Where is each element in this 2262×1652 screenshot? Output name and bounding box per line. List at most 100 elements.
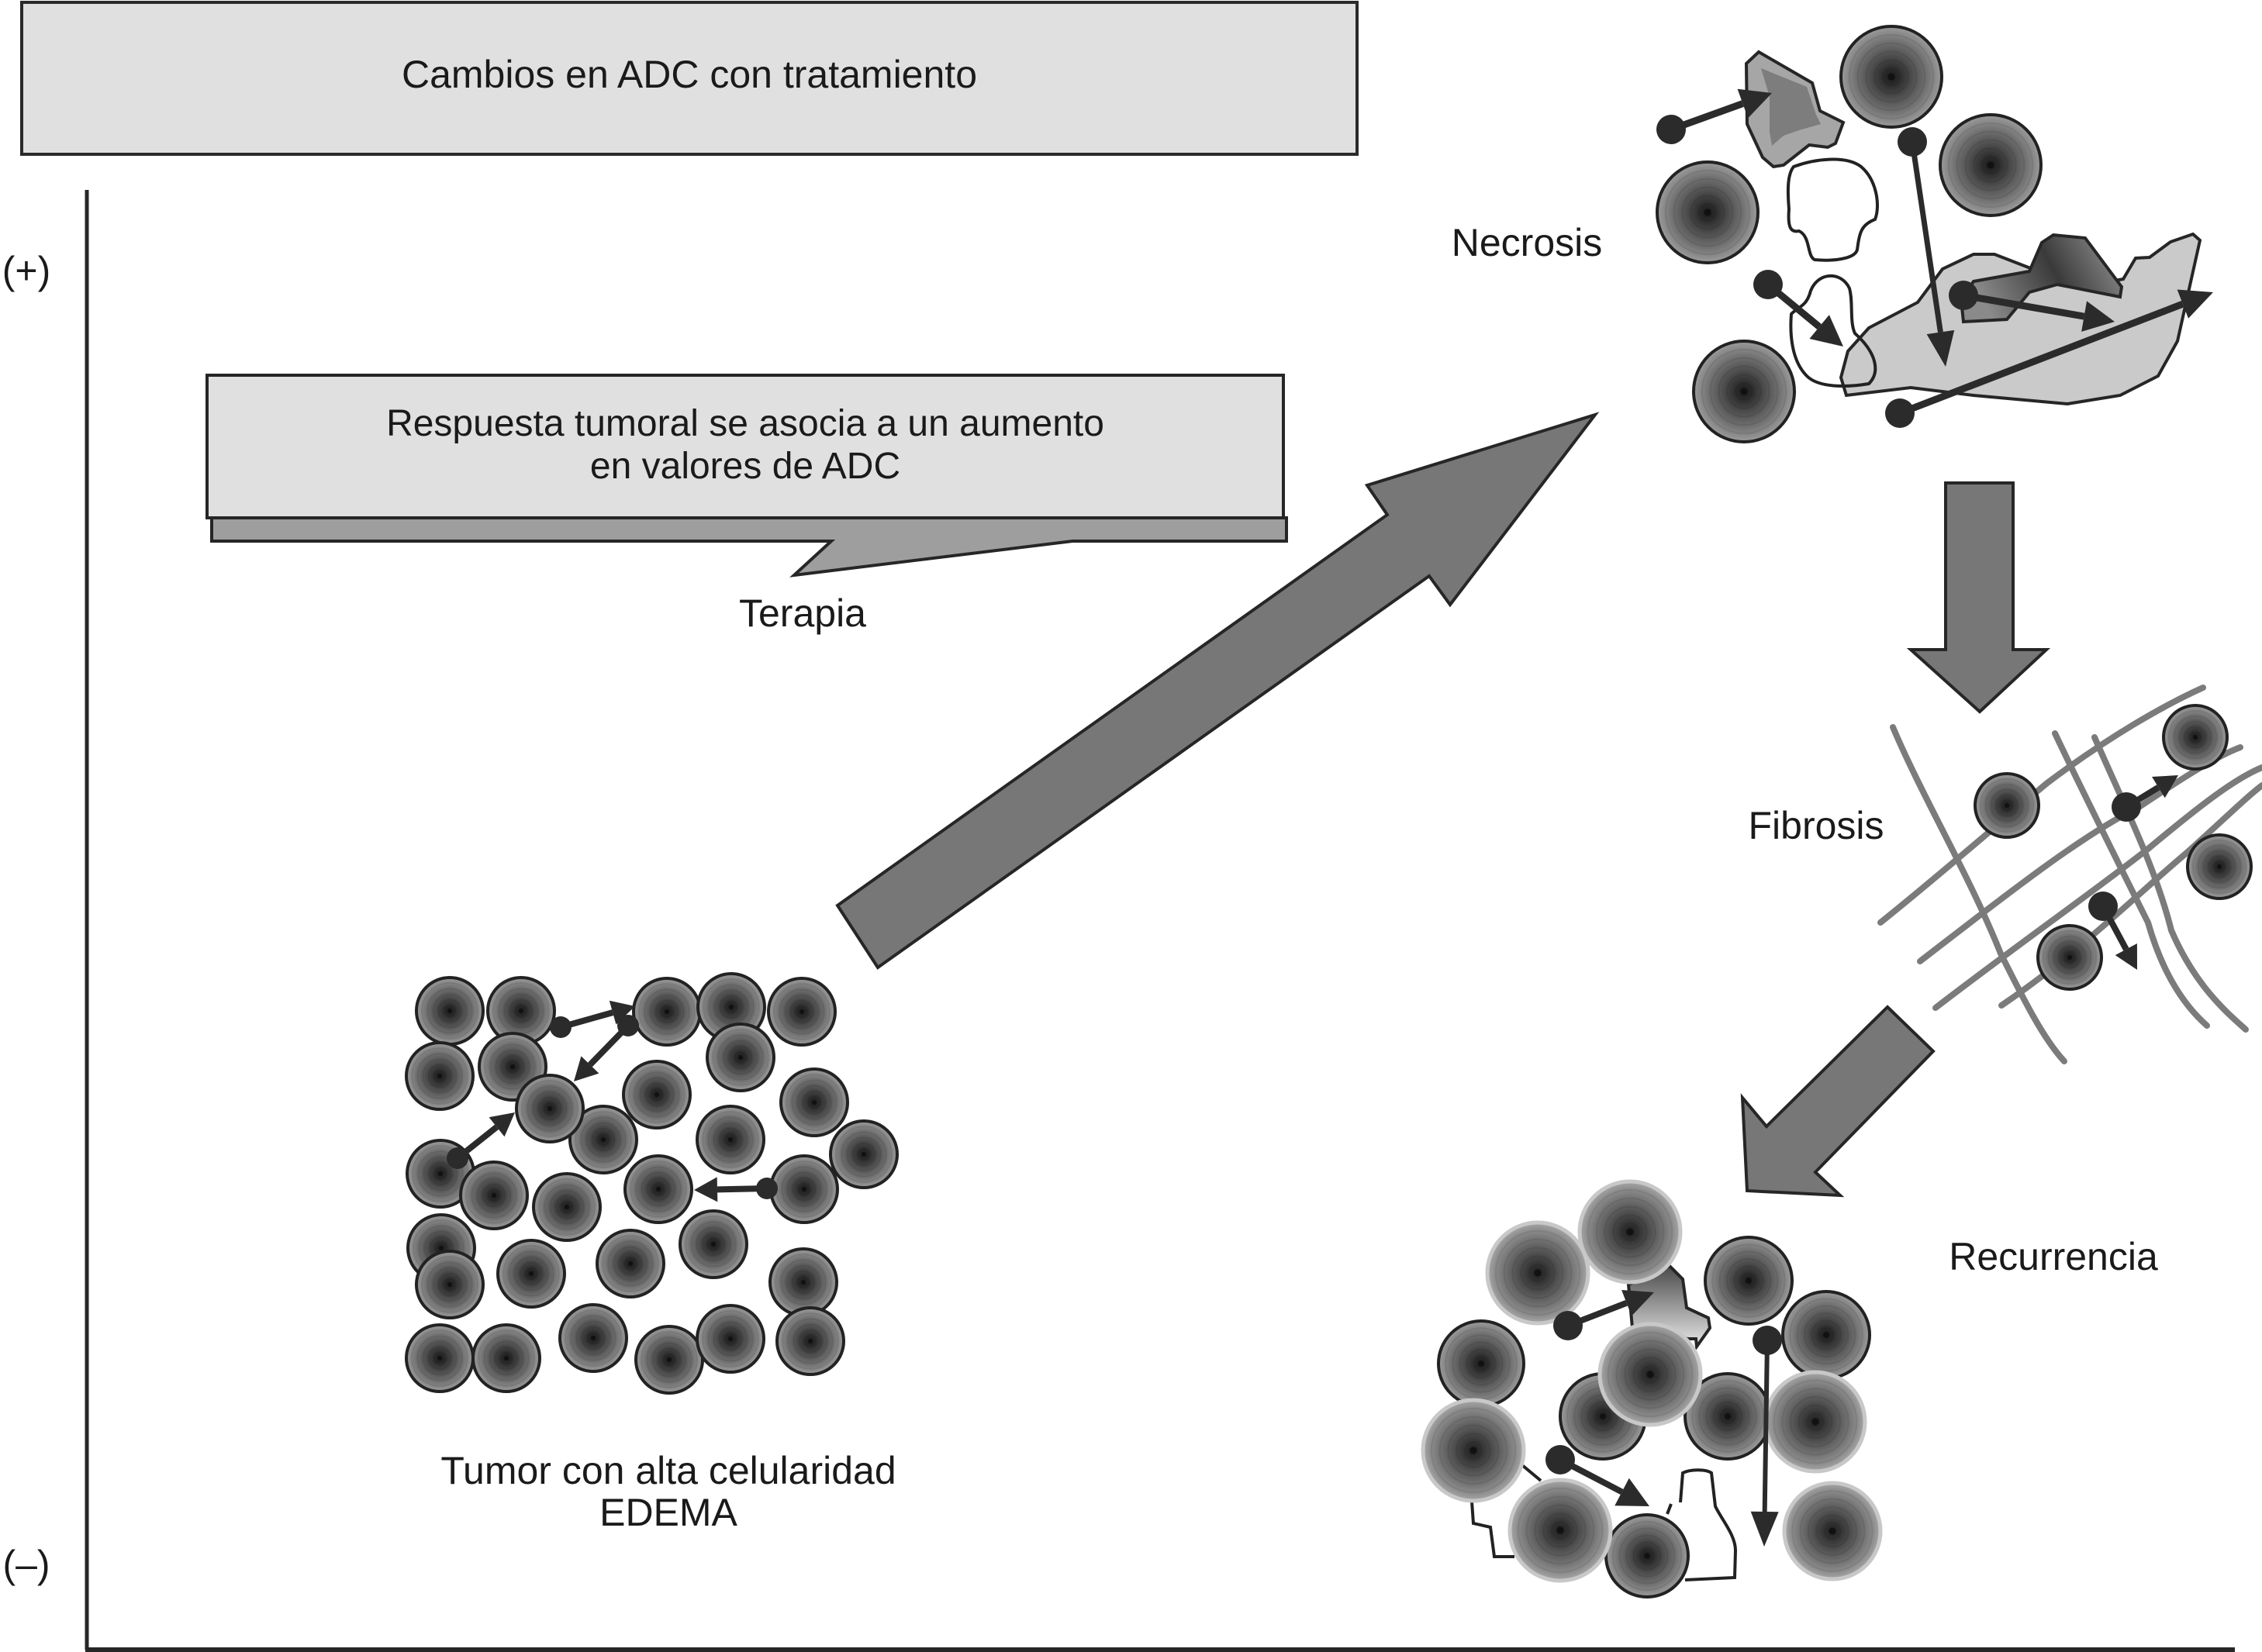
water-diffusion-arrow <box>574 1015 639 1081</box>
cell-icon <box>1577 1179 1683 1285</box>
arrowhead-icon <box>1809 315 1843 347</box>
cell-icon <box>767 977 837 1047</box>
arrowhead-icon <box>2115 943 2137 970</box>
water-diffusion-arrow <box>447 1112 515 1169</box>
water-diffusion-arrow <box>1949 281 2115 332</box>
recurrence-outline-1 <box>1470 1464 1542 1558</box>
cell-icon <box>679 1209 748 1279</box>
cell-icon <box>405 1323 475 1393</box>
cell-icon <box>696 1304 765 1374</box>
cell-icon <box>1763 1370 1867 1474</box>
molecule-dot-icon <box>2112 792 2141 822</box>
callout: Respuesta tumoral se asocia a un aumento… <box>205 374 1288 578</box>
molecule-dot-icon <box>1949 281 1978 310</box>
water-diffusion-arrow <box>1885 289 2213 428</box>
therapy-arrow <box>835 412 1600 970</box>
y-axis-negative-label: (–) <box>2 1543 50 1586</box>
molecule-dot-icon <box>1753 270 1783 299</box>
cell-icon <box>2186 833 2253 900</box>
recurrence-outline-2 <box>1666 1468 1738 1581</box>
fibrosis-to-recurrence-arrow <box>1740 1005 1936 1198</box>
water-diffusion-arrow <box>1656 88 1772 144</box>
water-diffusion-arrow <box>1553 1289 1654 1340</box>
tumor-label-line-1: Tumor con alta celularidad <box>440 1449 896 1492</box>
molecule-dot-icon <box>617 1015 639 1036</box>
water-diffusion-arrow <box>1753 270 1843 347</box>
arrowhead-icon <box>574 1056 599 1081</box>
molecule-dot-icon <box>1885 398 1915 428</box>
cell-icon <box>1692 340 1796 443</box>
water-diffusion-arrow <box>1750 1326 1782 1547</box>
cell-icon <box>1597 1322 1703 1427</box>
molecule-dot-icon <box>2088 892 2118 921</box>
y-axis-positive-label: (+) <box>2 249 51 292</box>
tumor-diffusion-arrows <box>447 1000 778 1202</box>
cell-icon <box>558 1303 628 1373</box>
tumor-label-line-2: EDEMA <box>599 1491 737 1534</box>
cell-icon <box>775 1306 845 1376</box>
callout-box <box>205 374 1285 519</box>
fibrosis-cells <box>1974 704 2253 991</box>
arrowhead-icon <box>1926 329 1955 367</box>
water-diffusion-arrow <box>694 1177 778 1202</box>
molecule-dot-icon <box>1753 1326 1782 1355</box>
cell-icon <box>532 1172 602 1242</box>
arrowhead-icon <box>2177 289 2213 319</box>
cell-icon <box>1839 25 1943 129</box>
cell-icon <box>1421 1398 1526 1503</box>
cell-icon <box>1604 1513 1690 1599</box>
cell-icon <box>415 1250 485 1319</box>
tumor-cell-cluster <box>405 972 899 1395</box>
callout-shadow <box>210 516 1288 578</box>
recurrence-cells <box>1421 1179 1883 1599</box>
molecule-dot-icon <box>550 1016 572 1038</box>
cell-icon <box>2162 704 2229 771</box>
cell-icon <box>1656 160 1760 264</box>
therapy-label: Terapia <box>739 591 866 635</box>
cell-icon <box>779 1067 849 1137</box>
arrowhead-icon <box>1614 1478 1649 1506</box>
arrowhead-icon <box>609 1000 635 1025</box>
arrowhead-icon <box>2081 301 2115 332</box>
axes: (+) (–) <box>2 190 2235 1652</box>
arrowhead-icon <box>1737 88 1772 119</box>
water-diffusion-arrow <box>2088 892 2137 970</box>
cell-icon <box>622 1060 692 1129</box>
title-box: Cambios en ADC con tratamiento <box>20 1 1359 156</box>
cell-icon <box>1939 113 2043 217</box>
cell-icon <box>1704 1236 1794 1326</box>
cell-icon <box>496 1239 566 1309</box>
arrowhead-icon <box>1750 1511 1779 1547</box>
water-diffusion-arrow <box>2112 775 2178 822</box>
cell-icon <box>632 977 702 1047</box>
molecule-dot-icon <box>1656 115 1686 144</box>
cell-icon <box>768 1247 838 1317</box>
necrosis-diffusion-arrows <box>1656 88 2213 428</box>
necrosis-to-fibrosis-arrow <box>1906 481 2051 714</box>
molecule-dot-icon <box>1545 1445 1575 1474</box>
arrowhead-icon <box>1621 1289 1654 1316</box>
cell-icon <box>829 1119 899 1189</box>
cell-icon <box>1437 1319 1525 1408</box>
cell-icon <box>596 1229 665 1298</box>
cell-icon <box>2036 924 2103 991</box>
fiber-line <box>1932 764 2262 1011</box>
cell-icon <box>568 1105 638 1174</box>
empty-cell-outline-1 <box>1786 157 1879 262</box>
necrosis-region <box>1744 50 2202 406</box>
arrowhead-icon <box>2152 775 2178 798</box>
recurrence-label: Recurrencia <box>1949 1235 2158 1278</box>
cell-icon <box>1485 1220 1590 1326</box>
cell-icon <box>696 1105 765 1174</box>
water-diffusion-arrow <box>1545 1445 1649 1506</box>
necrosis-cells <box>1656 25 2043 443</box>
molecule-dot-icon <box>756 1178 778 1199</box>
cell-icon <box>415 976 485 1046</box>
water-diffusion-arrow <box>1898 127 1955 367</box>
fiber-line <box>2091 734 2249 1033</box>
molecule-dot-icon <box>447 1147 468 1169</box>
cell-icon <box>706 1023 775 1092</box>
fibrosis-diffusion-arrows <box>2088 775 2178 970</box>
molecule-dot-icon <box>1898 127 1927 157</box>
